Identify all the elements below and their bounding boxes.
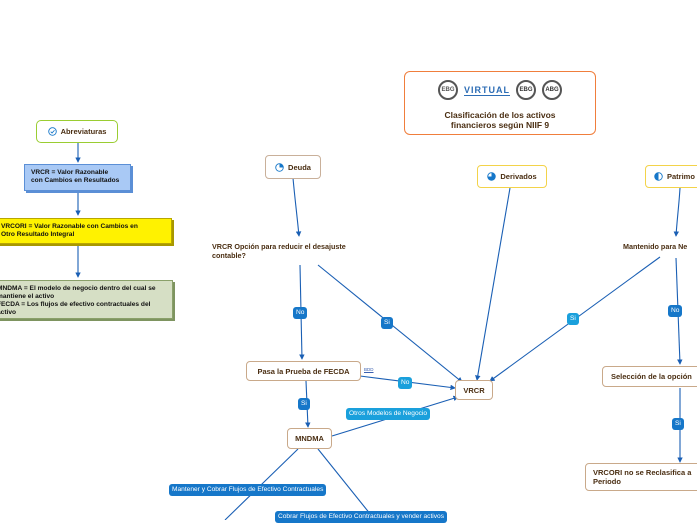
edge-label-si-fecda[interactable]: Si xyxy=(298,398,310,410)
abbr-vrcori-box[interactable]: VRCORI = Valor Razonable con Cambios en … xyxy=(0,218,172,244)
seleccion-node[interactable]: Selección de la opción xyxy=(602,366,697,387)
abbr-mndma-box[interactable]: MNDMA = El modelo de negocio dentro del … xyxy=(0,280,173,319)
abbr-mndma-line-1: MNDMA = El modelo de negocio dentro del … xyxy=(0,285,156,292)
abbr-vrcr-line-2: con Cambios en Resultados xyxy=(31,177,120,184)
edge-label-si-seleccion[interactable]: Si xyxy=(672,418,684,430)
prueba-fecda-label: Pasa la Prueba de FECDA xyxy=(257,366,350,376)
deuda-node[interactable]: Deuda xyxy=(265,155,321,179)
abbreviations-label: Abreviaturas xyxy=(60,127,107,136)
mantenido-label: Mantenido para Ne xyxy=(623,242,688,251)
deuda-label: Deuda xyxy=(288,162,311,172)
abbr-vrcr-box[interactable]: VRCR = Valor Razonable con Cambios en Re… xyxy=(24,164,131,191)
abbr-mndma-line-3: FECDA = Los flujos de efectivo contractu… xyxy=(0,301,151,308)
edge-label-cobrar-vender[interactable]: Cobrar Flujos de Efectivo Contractuales … xyxy=(275,511,448,523)
edge-label-otros-modelos[interactable]: Otros Modelos de Negocio xyxy=(346,408,431,420)
abg-seal-icon: ABG xyxy=(542,80,562,100)
pie-chart-icon xyxy=(275,162,284,172)
derivados-node[interactable]: Derivados xyxy=(477,165,547,188)
vrcr-label: VRCR xyxy=(463,385,485,395)
virtual-logo-text: VIRTUAL xyxy=(464,84,510,96)
ebg-seal-icon: EBG xyxy=(516,80,536,100)
title-line-2: financieros según NIIF 9 xyxy=(450,120,550,130)
edge-label-no-opcion[interactable]: No xyxy=(293,307,308,319)
vrcori-no-reclasifica-node[interactable]: VRCORI no se Reclasifica a Periodo xyxy=(585,463,697,491)
mndma-node[interactable]: MNDMA xyxy=(287,428,332,449)
pie-chart-icon xyxy=(487,172,497,181)
vrcori-no-line-2: Periodo xyxy=(593,477,621,486)
derivados-label: Derivados xyxy=(500,172,537,181)
vrcr-opcion-question[interactable]: VRCR Opción para reducir el desajuste co… xyxy=(212,242,392,260)
patrimonio-node[interactable]: Patrimo xyxy=(645,165,697,188)
abbr-vrcori-line-1: VRCORI = Valor Razonable con Cambios en xyxy=(1,223,138,230)
edge-label-mantener-cobrar[interactable]: Mantener y Cobrar Flujos de Efectivo Con… xyxy=(169,484,327,496)
check-circle-icon xyxy=(47,127,57,136)
edge-label-si-opcion[interactable]: Si xyxy=(381,317,393,329)
abbr-mndma-line-2: mantiene el activo xyxy=(0,293,55,300)
patrimonio-label: Patrimo xyxy=(667,172,695,181)
edge-label-si-mantenido[interactable]: Si xyxy=(567,313,579,325)
seleccion-label: Selección de la opción xyxy=(611,372,692,381)
wire-deuda-opcion xyxy=(292,177,302,237)
wire-derivados-vrcr xyxy=(475,187,511,381)
abbreviations-header[interactable]: Abreviaturas xyxy=(36,120,118,143)
half-circle-icon xyxy=(654,172,663,181)
abbr-vrcr-line-1: VRCR = Valor Razonable xyxy=(31,169,109,176)
mantenido-question[interactable]: Mantenido para Ne xyxy=(623,242,697,251)
bdd-link[interactable]: BDD xyxy=(364,367,374,372)
abbr-mndma-line-4: activo xyxy=(0,309,17,316)
prueba-fecda-node[interactable]: Pasa la Prueba de FECDA xyxy=(246,361,361,381)
edge-label-no-fecda[interactable]: No xyxy=(398,377,413,389)
mndma-label: MNDMA xyxy=(295,434,324,443)
wire-mndma-right xyxy=(317,448,376,520)
vrcr-node[interactable]: VRCR xyxy=(455,380,493,400)
wire-patrimonio-mantenido xyxy=(673,187,681,237)
title-card: EBG VIRTUAL EBG ABG Clasificación de los… xyxy=(404,71,596,135)
vrcori-no-line-1: VRCORI no se Reclasifica a xyxy=(593,468,692,477)
title-line-1: Clasificación de los activos xyxy=(444,110,556,120)
vrcr-opcion-line-2: contable? xyxy=(212,251,246,260)
abbr-vrcori-line-2: Otro Resultado Integral xyxy=(1,231,75,238)
ebg-logo-circle: EBG xyxy=(438,80,458,100)
vrcr-opcion-line-1: VRCR Opción para reducir el desajuste xyxy=(212,242,346,251)
edge-label-no-mantenido[interactable]: No xyxy=(668,305,683,317)
logo-row: EBG VIRTUAL EBG ABG xyxy=(405,79,595,101)
